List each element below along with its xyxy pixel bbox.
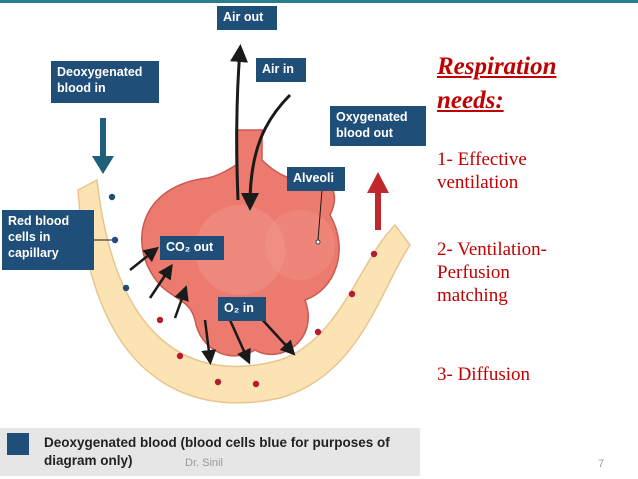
alveolus-diagram	[77, 44, 411, 404]
page-number: 7	[598, 458, 605, 470]
respiration-needs-title: Respiration needs:	[437, 53, 557, 114]
label-co2-out: CO₂ out	[160, 236, 224, 260]
blood-cells	[108, 193, 378, 388]
need-item-1: 1- Effective ventilation	[437, 149, 527, 193]
air-out-arrow	[230, 44, 249, 201]
legend-footer: Deoxygenated blood (blood cells blue for…	[0, 428, 420, 476]
label-deoxygenated-blood-in: Deoxygenated blood in	[51, 61, 159, 103]
top-accent-bar	[0, 0, 638, 3]
label-red-blood-cells: Red blood cells in capillary	[2, 210, 94, 270]
need-item-2: 2- Ventilation- Perfusion matching	[437, 239, 547, 306]
o2-arrows	[201, 314, 296, 365]
label-air-in: Air in	[256, 58, 306, 82]
co2-arrows	[129, 246, 189, 319]
label-oxygenated-blood-out: Oxygenated blood out	[330, 106, 426, 146]
capillary	[77, 178, 411, 404]
need-item-3: 3- Diffusion	[437, 364, 531, 385]
label-o2-in: O₂ in	[218, 297, 266, 321]
legend-text: Deoxygenated blood (blood cells blue for…	[44, 435, 390, 468]
label-alveoli: Alveoli	[287, 167, 345, 191]
respiration-needs-panel: Respiration needs: 1- Effective ventilat…	[437, 50, 632, 385]
deoxygenated-legend-swatch	[7, 433, 29, 455]
slide-meta: Dr. Sinil	[185, 457, 223, 469]
label-air-out: Air out	[217, 6, 277, 30]
air-in-arrow	[241, 93, 292, 211]
